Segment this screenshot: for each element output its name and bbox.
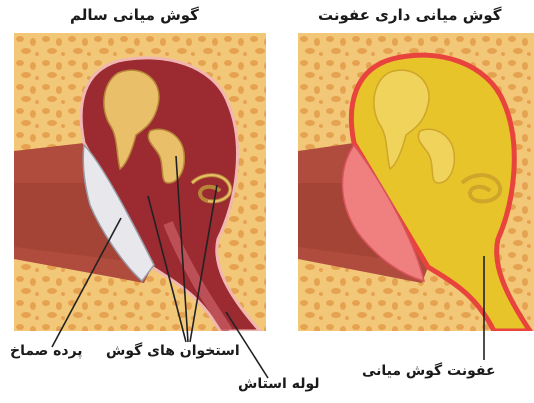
ossicle-leader-2 [176,156,188,342]
ossicle-leader-3 [190,185,217,342]
eustachian-tube-label: لوله استاش [238,376,320,392]
eardrum-leader [52,218,121,347]
ossicles-label: استخوان های گوش [106,343,240,359]
eardrum-label: پرده صماخ [10,343,83,359]
middle-ear-infection-label: عفونت گوش میانی [362,363,496,379]
